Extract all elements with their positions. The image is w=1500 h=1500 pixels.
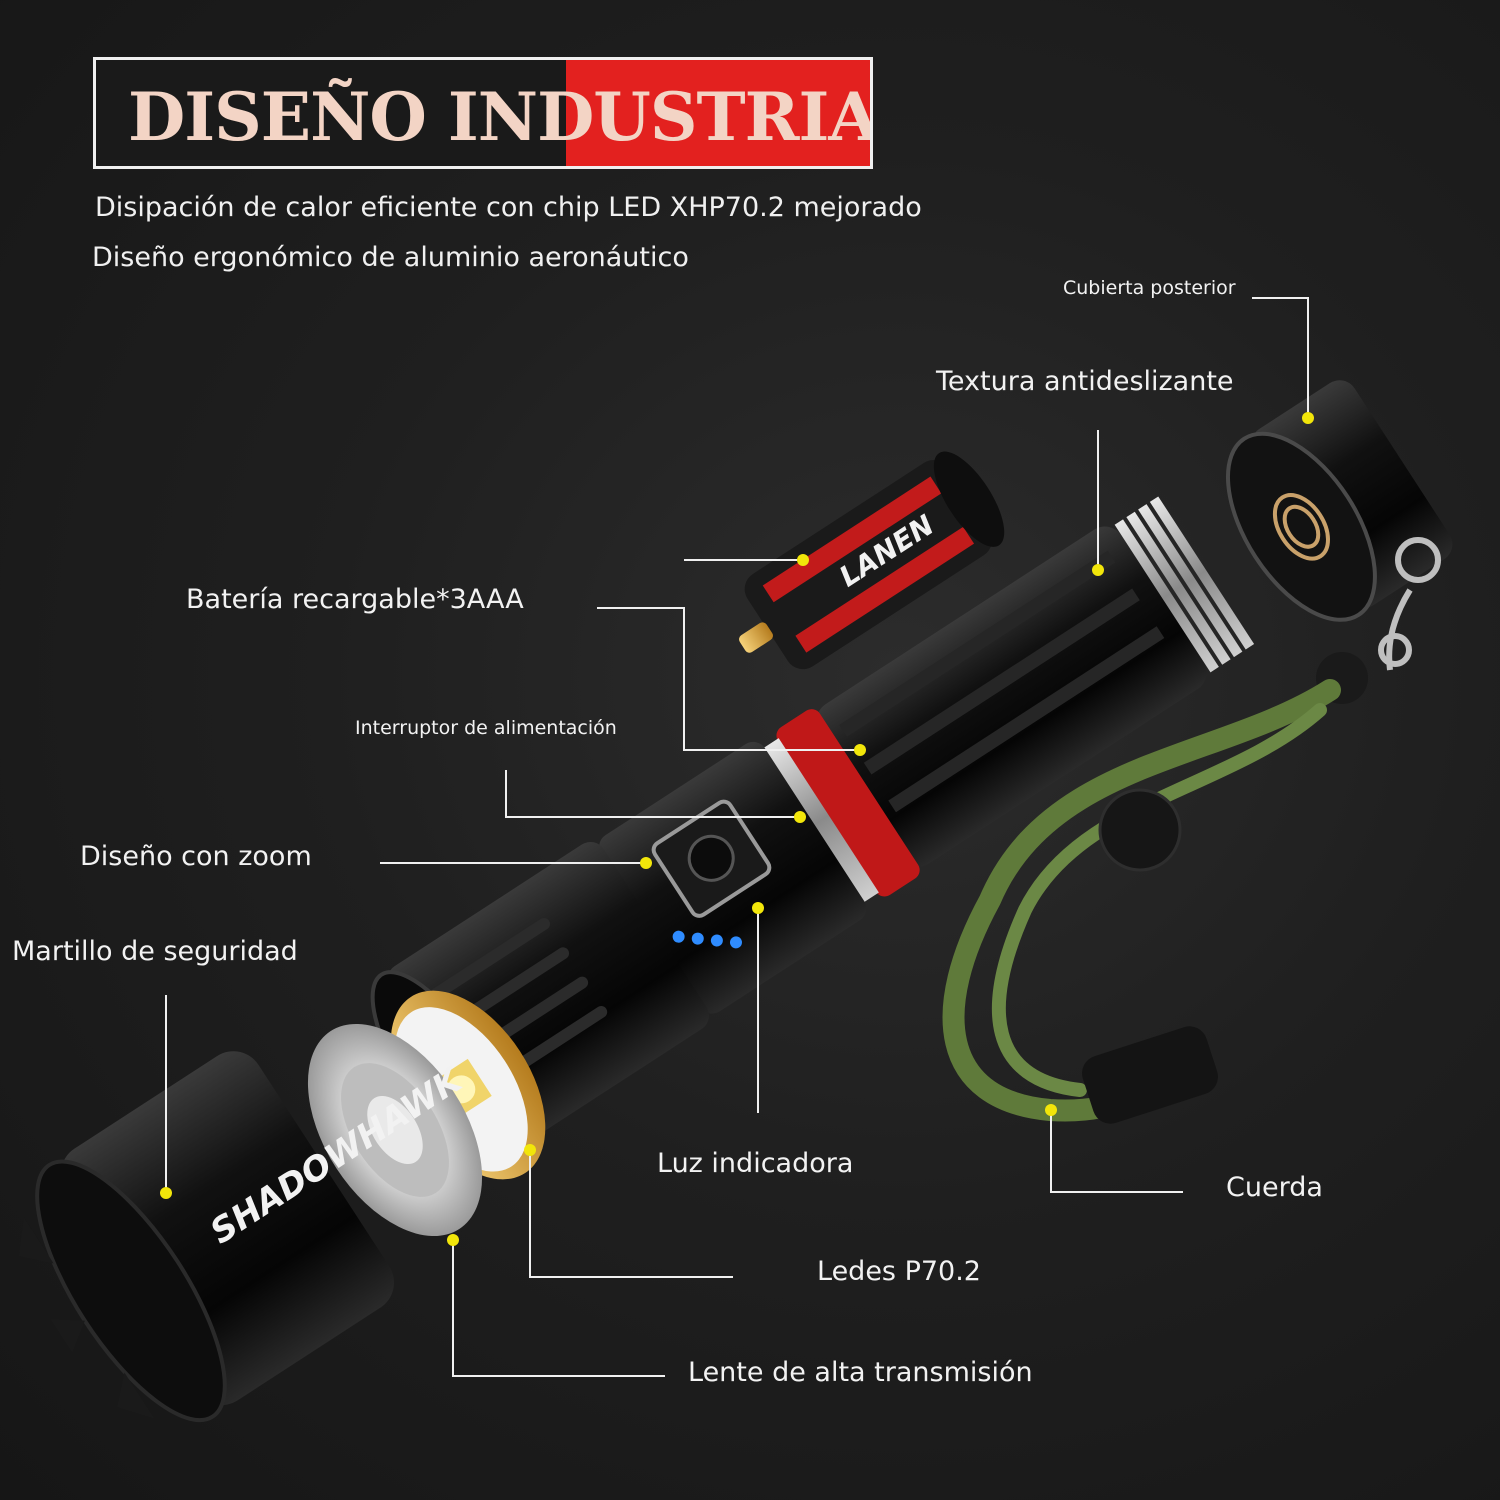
tail-cap bbox=[1225, 380, 1453, 622]
battery: LANEN bbox=[739, 451, 1005, 670]
label-indicator: Luz indicadora bbox=[657, 1148, 854, 1179]
label-grip-texture: Textura antideslizante bbox=[936, 366, 1234, 397]
label-battery: Batería recargable*3AAA bbox=[186, 584, 524, 615]
feature-line-ergonomic: Diseño ergonómico de aluminio aeronáutic… bbox=[92, 242, 689, 273]
label-leds: Ledes P70.2 bbox=[817, 1256, 981, 1287]
feature-line-heat: Disipación de calor eficiente con chip L… bbox=[95, 192, 922, 223]
label-lanyard: Cuerda bbox=[1226, 1172, 1323, 1203]
label-rear-cover: Cubierta posterior bbox=[1063, 277, 1236, 299]
page-title: DISEÑO INDUSTRIAL bbox=[128, 78, 873, 156]
marker-dots bbox=[160, 412, 1314, 1246]
label-lens: Lente de alta transmisión bbox=[688, 1357, 1033, 1388]
title-red-block bbox=[566, 60, 870, 166]
leader-lines bbox=[165, 297, 1309, 1377]
title-banner: DISEÑO INDUSTRIAL bbox=[93, 57, 873, 169]
label-zoom: Diseño con zoom bbox=[80, 841, 312, 872]
label-power-switch: Interruptor de alimentación bbox=[355, 717, 617, 739]
label-hammer: Martillo de seguridad bbox=[12, 936, 298, 967]
keyring bbox=[1378, 537, 1441, 671]
lens bbox=[307, 1023, 483, 1237]
